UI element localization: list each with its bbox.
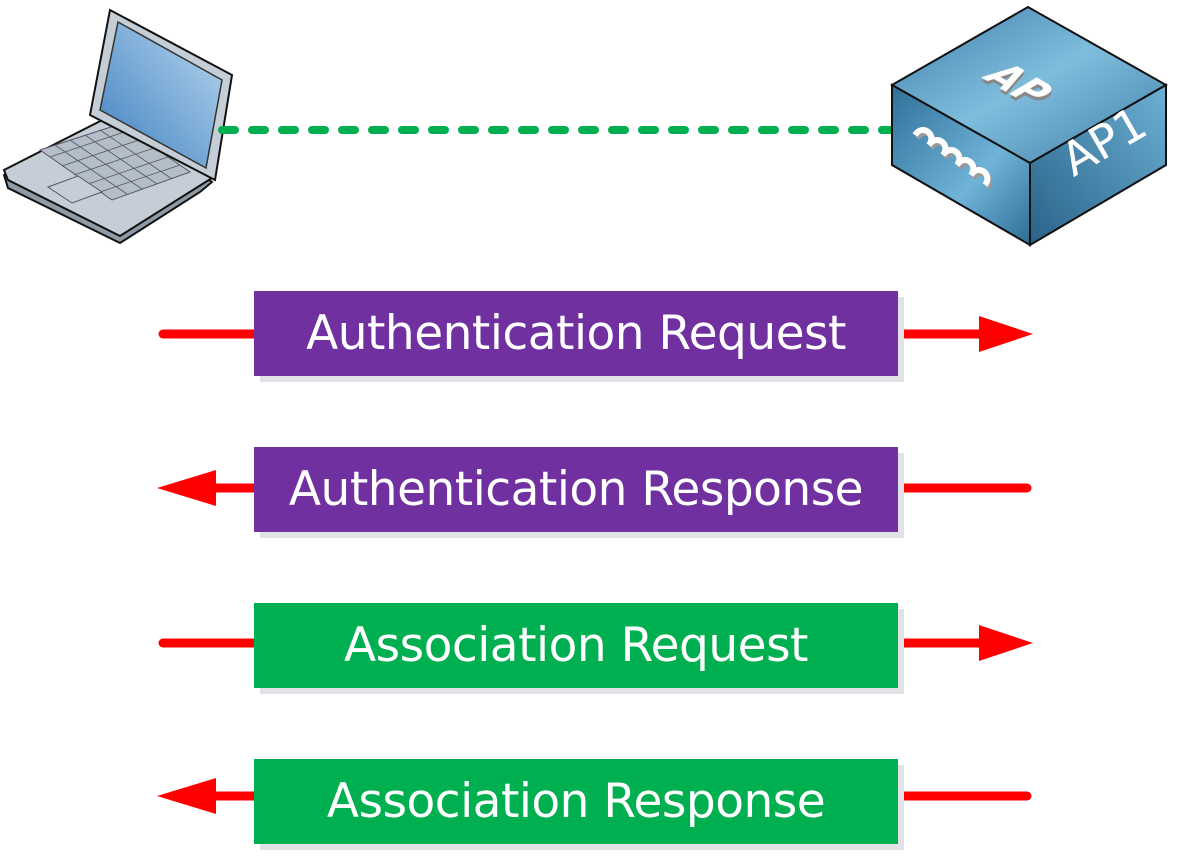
message-association-request: Association Request bbox=[254, 603, 898, 688]
message-label: Association Response bbox=[326, 774, 826, 829]
arrow-head bbox=[157, 778, 216, 814]
access-point-icon bbox=[889, 5, 1169, 247]
message-label: Authentication Response bbox=[288, 462, 864, 517]
arrow-head bbox=[157, 470, 216, 506]
message-label: Authentication Request bbox=[306, 306, 846, 361]
message-association-response: Association Response bbox=[254, 759, 898, 844]
message-label: Association Request bbox=[344, 618, 808, 673]
message-authentication-response: Authentication Response bbox=[254, 447, 898, 532]
arrow-head bbox=[979, 625, 1033, 661]
arrow-head bbox=[979, 316, 1033, 352]
laptop-icon bbox=[2, 8, 234, 245]
message-authentication-request: Authentication Request bbox=[254, 291, 898, 376]
